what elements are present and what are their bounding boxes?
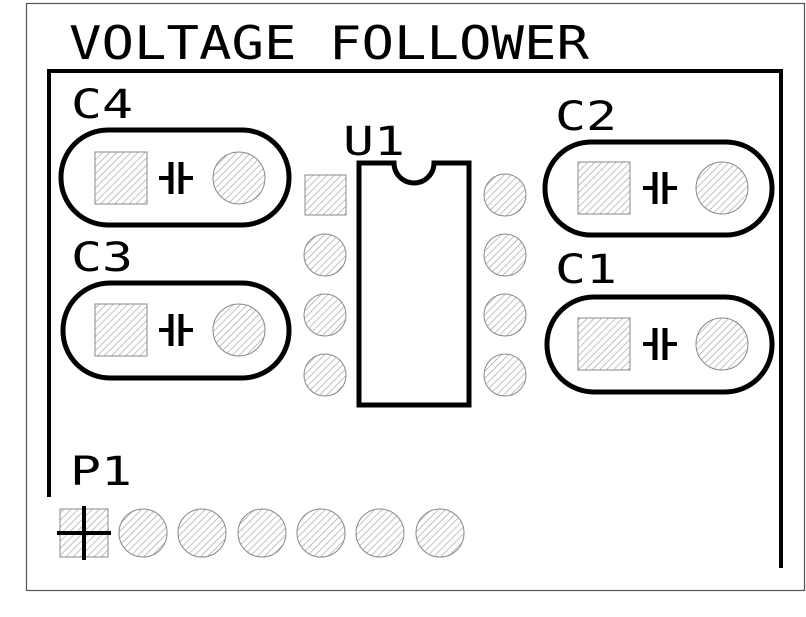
- c4-label: C4: [71, 82, 133, 128]
- c3-pad-square: [94, 303, 148, 357]
- capacitor-icon: [643, 328, 677, 360]
- capacitor-icon: [643, 172, 677, 204]
- c3-outline: [60, 280, 292, 381]
- p1-pin-6: [355, 508, 405, 558]
- p1-pin-5: [296, 508, 346, 558]
- u1-body-outline: [356, 160, 472, 408]
- capacitor-c4[interactable]: C4: [58, 82, 292, 228]
- header-p1[interactable]: P1: [57, 449, 465, 560]
- p1-pin-3: [177, 508, 227, 558]
- p1-label: P1: [70, 449, 132, 495]
- c3-label: C3: [71, 235, 133, 281]
- capacitor-c1[interactable]: C1: [544, 247, 775, 395]
- c3-pad-round: [212, 303, 266, 357]
- c2-label: C2: [555, 94, 617, 140]
- p1-pin-7: [415, 508, 465, 558]
- c1-pad-square: [577, 317, 631, 371]
- c2-pad-square: [577, 161, 631, 215]
- c1-label: C1: [555, 247, 617, 293]
- capacitor-c3[interactable]: C3: [60, 235, 292, 381]
- board-title: VOLTAGE FOLLOWER: [69, 16, 589, 70]
- c4-pad-round: [212, 151, 266, 205]
- u1-pin-2: [303, 233, 347, 277]
- u1-pin-7: [483, 233, 527, 277]
- c4-pad-square: [94, 151, 148, 205]
- crosshair-icon: [57, 506, 111, 560]
- c1-pad-round: [695, 317, 749, 371]
- capacitor-icon: [159, 162, 193, 194]
- silkscreen-frame: [47, 69, 783, 568]
- board-outline: [25, 2, 806, 592]
- c2-outline: [542, 139, 775, 238]
- c4-outline: [58, 127, 292, 228]
- u1-pin-8: [483, 173, 527, 217]
- ic-u1[interactable]: U1: [303, 119, 527, 408]
- capacitor-c2[interactable]: C2: [542, 94, 775, 238]
- u1-pin-4: [303, 353, 347, 397]
- u1-pin-6: [483, 293, 527, 337]
- c2-pad-round: [695, 161, 749, 215]
- c1-outline: [544, 294, 775, 395]
- p1-pin-4: [237, 508, 287, 558]
- u1-pin-5: [483, 353, 527, 397]
- u1-label: U1: [343, 119, 405, 165]
- p1-pin-2: [118, 508, 168, 558]
- u1-pin-3: [303, 293, 347, 337]
- capacitor-icon: [159, 314, 193, 346]
- u1-pin-1: [304, 174, 347, 216]
